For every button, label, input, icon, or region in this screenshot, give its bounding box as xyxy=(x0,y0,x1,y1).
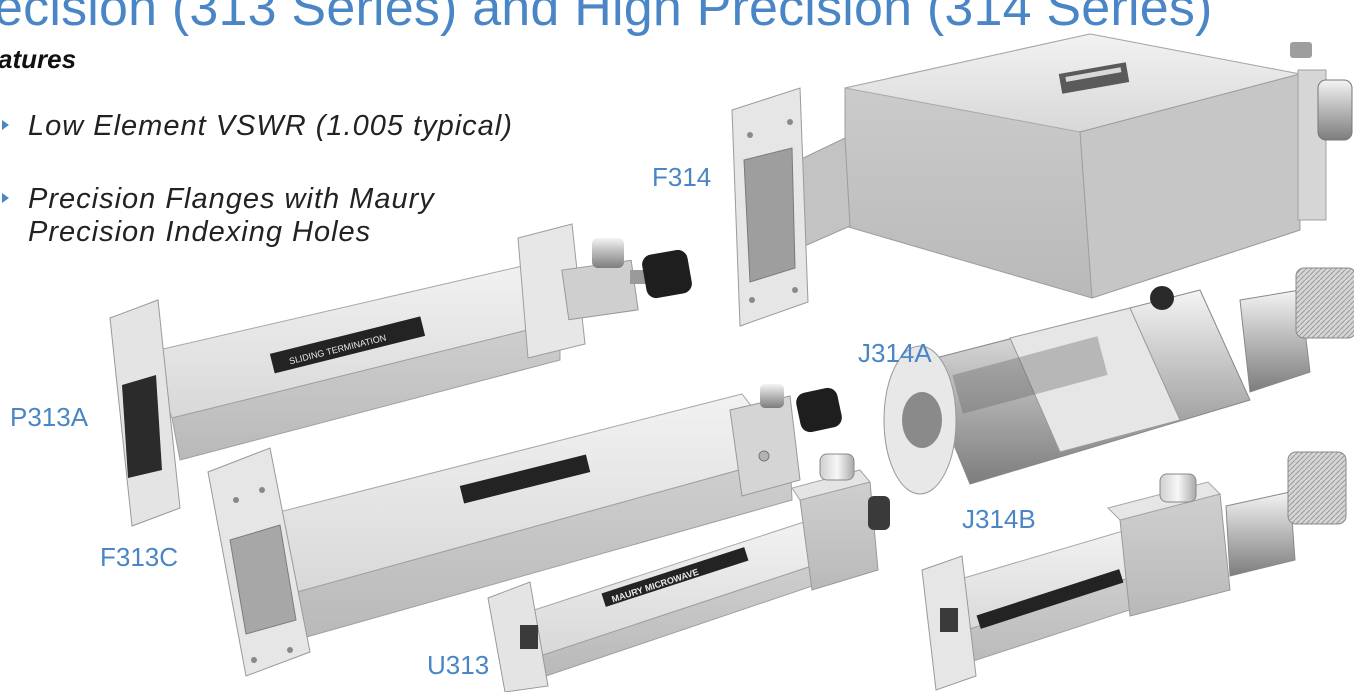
p313a-device: SLIDING TERMINATION xyxy=(109,223,692,527)
product-label-f314: F314 xyxy=(652,162,712,192)
j314b-device xyxy=(921,451,1347,691)
f314-device xyxy=(731,33,1353,327)
feature-text: Precision Flanges with Maury xyxy=(28,183,435,215)
product-label-j314a: J314A xyxy=(858,338,932,368)
product-label-f313c: F313C xyxy=(100,542,179,572)
bullet-arrow-icon xyxy=(2,120,9,130)
product-label-u313: U313 xyxy=(427,650,490,680)
product-label-j314b: J314B xyxy=(962,504,1036,534)
product-label-p313a: P313A xyxy=(10,402,89,432)
bullet-arrow-icon xyxy=(2,193,9,203)
page-title: ecision (313 Series) and High Precision … xyxy=(0,0,1213,37)
f313c-device xyxy=(207,384,842,677)
u313-device: MAURY MICROWAVE xyxy=(487,453,890,692)
feature-text-continued: Precision Indexing Holes xyxy=(28,216,372,248)
j314a-device xyxy=(883,267,1354,495)
features-heading: atures xyxy=(0,44,77,74)
feature-text: Low Element VSWR (1.005 typical) xyxy=(28,110,513,142)
